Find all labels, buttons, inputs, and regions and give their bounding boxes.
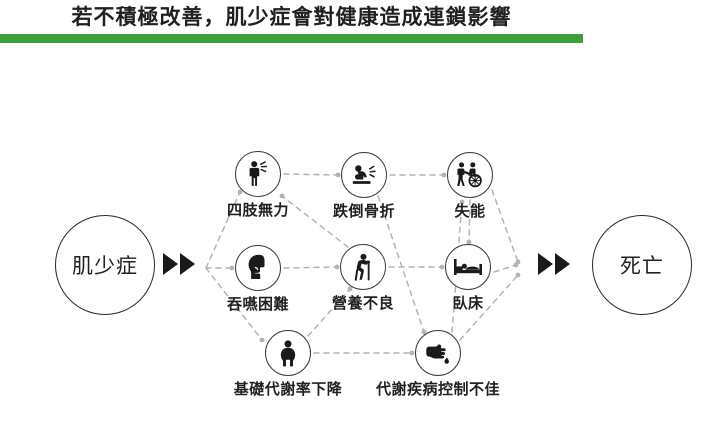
node-label: 代謝疾病控制不佳 <box>375 380 501 398</box>
person-weak-icon <box>249 161 267 186</box>
node-icon-frame <box>235 245 281 291</box>
start-node-label: 肌少症 <box>72 254 138 278</box>
double-arrow-right-icon-right <box>538 253 570 275</box>
title-underline-bar <box>0 34 583 43</box>
obese-person-icon <box>280 340 296 367</box>
node-icon-frame <box>265 330 311 376</box>
node-icon-frame <box>235 151 281 197</box>
page-title: 若不積極改善，肌少症會對健康造成連鎖影響 <box>71 5 512 29</box>
node-icon-frame <box>340 244 386 290</box>
node-bedridden: 臥床 <box>445 244 491 312</box>
node-label: 吞嚥困難 <box>226 295 290 313</box>
node-label: 臥床 <box>452 294 484 312</box>
arrow-triangle <box>538 253 553 275</box>
node-icon-frame <box>415 330 461 376</box>
node-malnutrition: 營養不良 <box>332 244 394 312</box>
start-node-sarcopenia: 肌少症 <box>55 215 155 315</box>
end-node-label: 死亡 <box>620 254 664 278</box>
node-icon-frame <box>445 244 491 290</box>
person-falling-icon <box>352 165 376 184</box>
node-metabolic-disease: 代謝疾病控制不佳 <box>376 330 500 398</box>
end-node-death: 死亡 <box>592 215 692 315</box>
wheelchair-assist-icon <box>457 162 482 188</box>
finger-blood-drop-icon <box>426 344 449 364</box>
node-label: 基礎代謝率下降 <box>233 380 343 398</box>
node-limb-weakness: 四肢無力 <box>227 151 289 219</box>
arrow-triangle <box>555 253 570 275</box>
node-label: 營養不良 <box>331 294 395 312</box>
node-label: 失能 <box>454 202 486 220</box>
node-low-metabolism: 基礎代謝率下降 <box>234 330 342 398</box>
node-fall-fracture: 跌倒骨折 <box>333 152 395 220</box>
node-icon-frame <box>447 152 493 198</box>
node-label: 跌倒骨折 <box>332 202 396 220</box>
person-cane-icon <box>354 253 371 281</box>
node-icon-frame <box>341 152 387 198</box>
person-in-bed-icon <box>454 259 482 275</box>
node-disability: 失能 <box>447 152 493 220</box>
double-arrow-right-icon-left <box>163 253 195 275</box>
arrow-triangle <box>163 253 178 275</box>
node-dysphagia: 吞嚥困難 <box>227 245 289 313</box>
arrow-triangle <box>180 253 195 275</box>
node-label: 四肢無力 <box>226 201 290 219</box>
head-throat-icon <box>248 254 265 279</box>
